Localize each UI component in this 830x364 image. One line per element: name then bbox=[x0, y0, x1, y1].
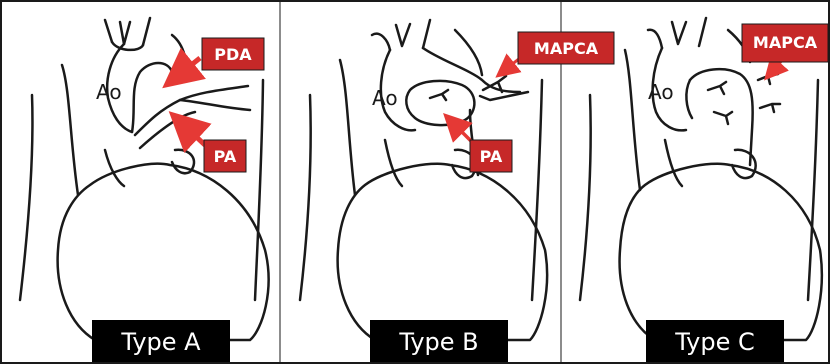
type-label-c: Type C bbox=[674, 328, 755, 356]
callout-label-mapca: MAPCA bbox=[534, 39, 599, 58]
aorta-label-b: Ao bbox=[372, 86, 398, 110]
type-label-b: Type B bbox=[398, 328, 478, 356]
callout-label-pa: PA bbox=[214, 147, 237, 166]
callout-label-pda: PDA bbox=[214, 45, 252, 64]
aorta-label-c: Ao bbox=[648, 80, 674, 104]
callout-label-pa: PA bbox=[480, 147, 503, 166]
callout-label-mapca: MAPCA bbox=[753, 33, 818, 52]
type-label-a: Type A bbox=[120, 328, 201, 356]
aorta-label-a: Ao bbox=[96, 80, 122, 104]
